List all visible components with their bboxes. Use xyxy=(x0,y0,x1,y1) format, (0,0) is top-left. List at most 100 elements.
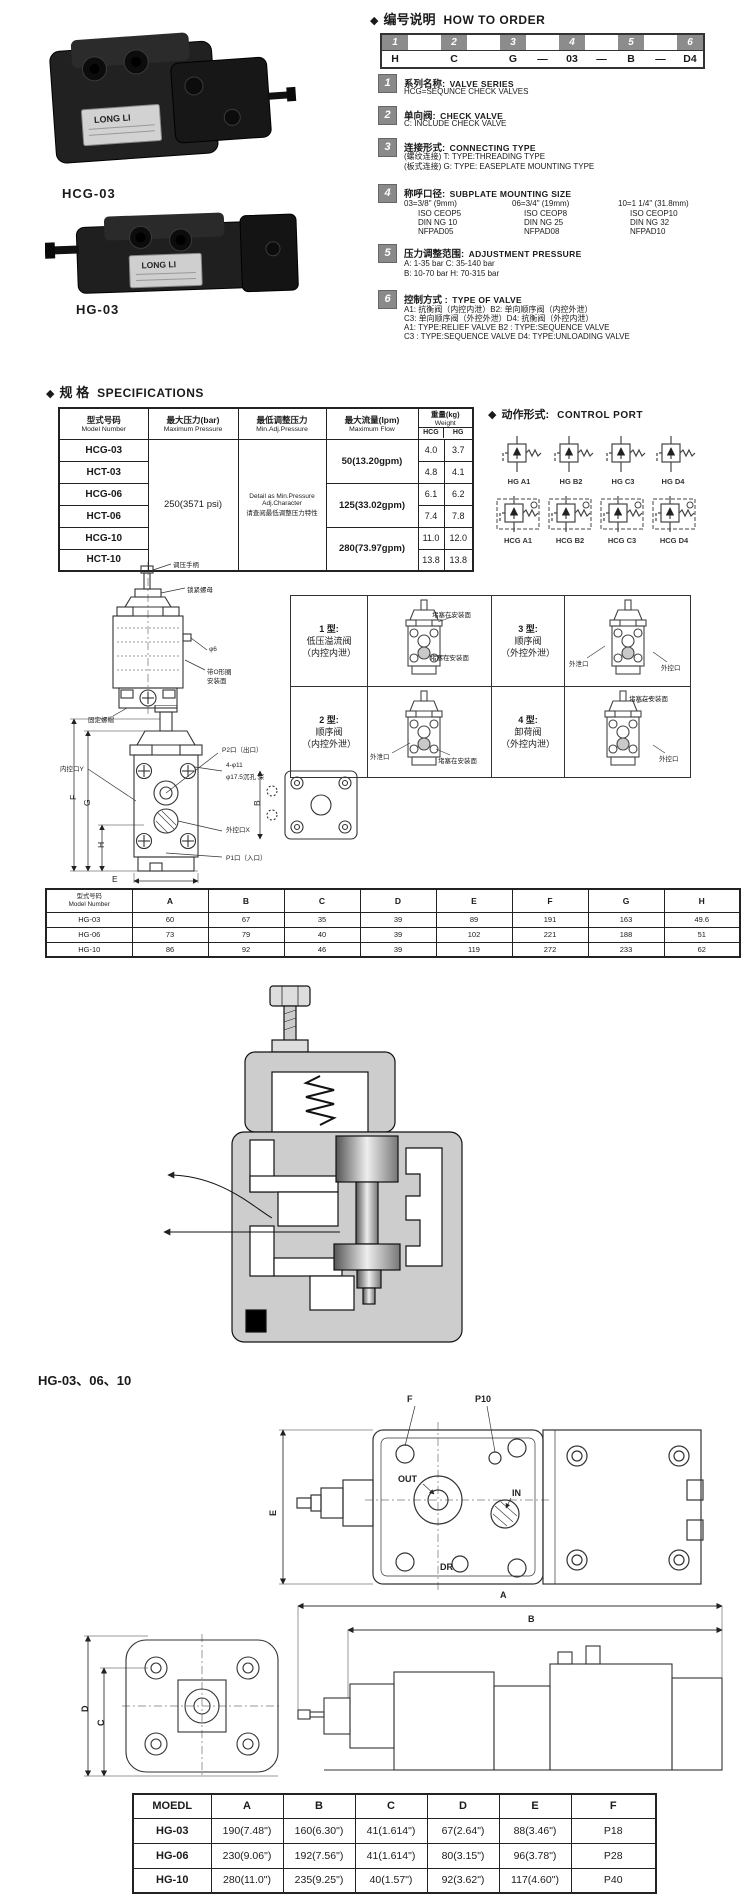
size-cell: 190(7.48") xyxy=(210,1817,284,1844)
size-header: E xyxy=(498,1793,572,1819)
label-e-dim: E xyxy=(268,1509,278,1516)
item-badge-1: 1 xyxy=(378,74,397,93)
spec-header-flow: 最大流量(lpm)Maximum Flow xyxy=(325,407,419,440)
label-dr: DR xyxy=(440,1562,453,1572)
spec-weight: 4.1 xyxy=(443,460,474,484)
section2-title: HG-03、06、10 xyxy=(38,1373,132,1388)
dim-cell: 60 xyxy=(131,911,209,928)
code-num-cell: 4 xyxy=(559,35,585,50)
label-bolt1: 4-φ11 xyxy=(226,762,243,769)
label-c-dim: C xyxy=(96,1719,106,1727)
code-num-cell: 3 xyxy=(500,35,526,50)
nameplate-text: LONG LI xyxy=(94,112,131,125)
size-cell: P28 xyxy=(570,1842,657,1869)
hg-c3-symbol-icon xyxy=(600,434,646,474)
code-num-cell: 1 xyxy=(382,35,408,50)
spec-model: HCT-03 xyxy=(58,460,149,484)
dim-h: H xyxy=(96,841,106,848)
item-4-cell: 03=3/8" (9mm) xyxy=(404,199,457,208)
type-4-label: 4 型:卸荷阀（外控内泄） xyxy=(491,686,565,778)
dim-cell: 67 xyxy=(207,911,285,928)
label-pilot-y: 内控口Y xyxy=(60,766,84,773)
label-fixnut: 固定螺帽 xyxy=(88,717,114,724)
label-bolt2: φ17.5沉孔 深 xyxy=(226,774,265,781)
dim-cell: 73 xyxy=(131,926,209,943)
size-cell: 280(11.0") xyxy=(210,1867,284,1894)
spec-weight: 13.8 xyxy=(417,548,445,572)
spec-flow: 125(33.02gpm) xyxy=(325,482,419,528)
dim-cell: 39 xyxy=(359,941,437,958)
dim-cell: 188 xyxy=(587,926,665,943)
dim-cell: 46 xyxy=(283,941,361,958)
size-header: F xyxy=(570,1793,657,1819)
spec-model: HCT-10 xyxy=(58,548,149,572)
label-phi6: φ6 xyxy=(209,646,217,653)
hg-a1-symbol-icon xyxy=(496,434,542,474)
dim-cell: 221 xyxy=(511,926,589,943)
dim-f: F xyxy=(68,794,78,800)
size-cell: P40 xyxy=(570,1867,657,1894)
item-3-line: (板式连接) G: TYPE: EASEPLATE MOUNTING TYPE xyxy=(404,162,595,171)
label-d-dim: D xyxy=(80,1705,90,1713)
spec-model: HCG-10 xyxy=(58,526,149,550)
item-4-cell: ISO CEOP10 xyxy=(630,209,678,218)
hcg-c3-symbol-icon xyxy=(598,494,646,534)
size-header: C xyxy=(354,1793,428,1819)
diamond-icon: ◆ xyxy=(488,409,497,421)
nameplate-text-2: LONG LI xyxy=(141,259,176,270)
symbol-label: HCG D4 xyxy=(659,536,689,545)
size-cell: 117(4.60") xyxy=(498,1867,572,1894)
code-num-cell: 6 xyxy=(677,35,703,50)
valve-front-icon xyxy=(405,599,455,675)
diamond-icon: ◆ xyxy=(46,388,55,400)
dim-cell: 191 xyxy=(511,911,589,928)
label-out: OUT xyxy=(398,1474,417,1484)
type-1-label: 1 型:低压溢流阀（内控内泄） xyxy=(290,595,368,687)
dim-cell: 272 xyxy=(511,941,589,958)
spec-weight: 13.8 xyxy=(443,548,474,572)
symbol-label: HCG C3 xyxy=(607,536,637,545)
diamond-icon: ◆ xyxy=(370,15,379,27)
item-4-cell: NFPAD10 xyxy=(630,227,666,236)
dim-cell: 49.6 xyxy=(663,911,741,928)
item-3-line: (螺纹连接) T: TYPE:THREADING TYPE xyxy=(404,152,546,161)
dim-header: F xyxy=(511,888,589,913)
item-4-header: 称呼口径: SUBPLATE MOUNTING SIZE xyxy=(404,189,572,200)
size-cell: P18 xyxy=(570,1817,657,1844)
size-cell: 40(1.57") xyxy=(354,1867,428,1894)
spec-weight: 6.1 xyxy=(417,482,445,506)
dim-cell: 163 xyxy=(587,911,665,928)
dim-header: G xyxy=(587,888,665,913)
top-view-drawing xyxy=(279,1405,704,1590)
type-2-drawing: 外泄口 堵塞在安装面 xyxy=(367,686,492,778)
spec-weight: 7.4 xyxy=(417,504,445,528)
spec-weight: 4.0 xyxy=(417,438,445,462)
size-cell: 160(6.30") xyxy=(282,1817,356,1844)
size-header: B xyxy=(282,1793,356,1819)
label-a-dim: A xyxy=(500,1590,507,1600)
spec-flow: 50(13.20gpm) xyxy=(325,438,419,484)
size-cell: 235(9.25") xyxy=(282,1867,356,1894)
dim-cell: 86 xyxy=(131,941,209,958)
item-6-line: C3: 单向顺序阀（外控外泄）D4: 抗衡阀（外控内泄） xyxy=(404,314,594,323)
size-cell: 96(3.78") xyxy=(498,1842,572,1869)
order-code-numbers: 1 2 3 4 5 6 xyxy=(382,35,703,51)
spec-header-maxp: 最大压力(bar)Maximum Pressure xyxy=(147,407,239,440)
spec-weight: 7.8 xyxy=(443,504,474,528)
label-mount-face: 安装面 xyxy=(207,678,227,685)
size-cell: HG-10 xyxy=(132,1867,212,1894)
label-p2: P2口（出口） xyxy=(222,747,263,754)
dim-cell: 119 xyxy=(435,941,513,958)
hg-b2-symbol-icon xyxy=(548,434,594,474)
spec-max-pressure: 250(3571 psi) xyxy=(147,438,239,572)
dim-cell: 79 xyxy=(207,926,285,943)
spec-model: HCG-06 xyxy=(58,482,149,506)
item-3-header: 连接形式: CONNECTING TYPE xyxy=(404,143,536,154)
item-badge-2: 2 xyxy=(378,106,397,125)
